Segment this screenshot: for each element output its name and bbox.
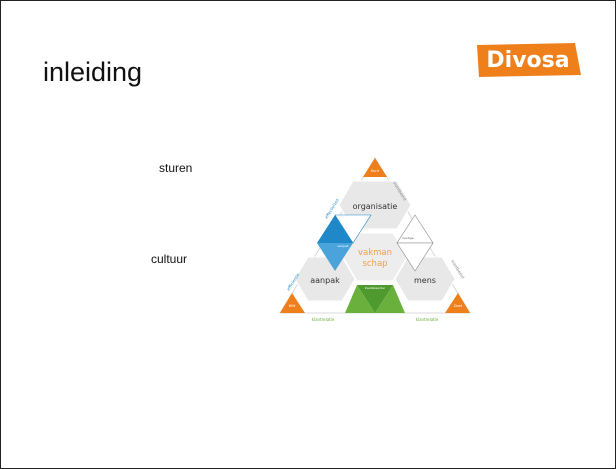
hex-right-label: mens (414, 276, 436, 285)
green-triangle-center (357, 285, 393, 313)
vakmanschap-triangle-diagram: Kunt Wilt Doet organisatie aanpak mens v… (279, 157, 471, 322)
corner-top-triangle (363, 158, 387, 177)
blue-triangle-outline (334, 214, 372, 244)
corner-left-triangle (280, 293, 305, 313)
bottom-right-label: klantrelatie (416, 317, 439, 322)
small-label-left: aanpak (337, 244, 348, 248)
corner-top-text: Kunt (371, 169, 380, 173)
hex-right (394, 256, 456, 302)
small-label-bottom: kwetsbaarder (365, 286, 386, 290)
blue-triangle-upper (317, 215, 353, 243)
corner-left-text: Wilt (289, 304, 296, 308)
green-triangle-right (375, 285, 405, 313)
logo-text: Divosa (486, 48, 569, 73)
white-triangle-lower (396, 242, 434, 272)
small-label-right: huidige (402, 236, 413, 240)
center-label-1: vakman (358, 248, 392, 258)
center-label-2: schap (362, 259, 387, 269)
label-sturen: sturen (159, 161, 193, 175)
label-cultuur: cultuur (151, 252, 188, 266)
blue-triangle-lower (317, 243, 353, 271)
hex-left-label: aanpak (310, 276, 340, 285)
hex-top-label: organisatie (353, 202, 398, 211)
green-triangle-left (345, 285, 375, 313)
corner-right-text: Doet (454, 304, 463, 308)
divosa-logo: Divosa (477, 43, 581, 77)
corner-right-triangle (445, 293, 470, 313)
bottom-left-label: klantrelatie (312, 317, 335, 322)
slide-title: inleiding (43, 57, 143, 87)
